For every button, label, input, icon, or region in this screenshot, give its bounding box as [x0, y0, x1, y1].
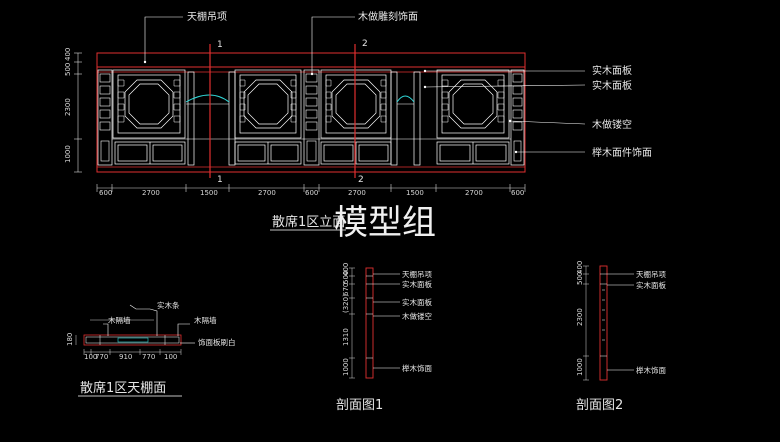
section-mark-2-bottom: 2: [358, 175, 364, 185]
s1-vdim-670: 670: [342, 283, 350, 296]
hdim-7: 2700: [465, 189, 483, 197]
ceiling-band: [96, 52, 526, 68]
hdim-3: 2700: [258, 189, 276, 197]
section-2: 400 500 2300 1000 天棚吊项 实木面板 榉木饰面 剖面图2: [576, 261, 666, 413]
s1-vdim-320: (320): [342, 294, 350, 313]
vdim-500: 500: [64, 63, 72, 76]
s2-label-panel: 实木面板: [636, 280, 666, 290]
hdim-2: 1500: [200, 189, 218, 197]
plan-dim-0: 100: [84, 353, 97, 361]
plan-dim-4: 100: [164, 353, 177, 361]
s1-label-openwork: 木做镂空: [402, 311, 432, 321]
section-lines: [209, 44, 356, 178]
s1-label-panel-2: 实木面板: [402, 297, 432, 307]
plan-label-solid-strip: 实木条: [157, 300, 180, 310]
hdim-0: 600: [99, 189, 112, 197]
plan-title: 散席1区天棚面: [80, 380, 166, 396]
plan-label-finish: 饰面板刷白: [198, 337, 236, 347]
s1-vdim-1310: 1310: [342, 328, 350, 346]
section-mark-1-top: 1: [217, 40, 223, 50]
elevation-frame: [96, 66, 526, 173]
s2-vdim-1000: 1000: [576, 358, 584, 376]
s2-vdim-2300: 2300: [576, 308, 584, 326]
plan-label-partition-right: 木隔墙: [194, 315, 217, 325]
s1-vdim-500: 500: [342, 271, 350, 284]
vdim-400: 400: [64, 48, 72, 61]
hdim-4: 600: [305, 189, 318, 197]
label-panel-1: 实木面板: [592, 64, 632, 77]
label-panel-2: 实木面板: [592, 79, 632, 92]
vdim-2300: 2300: [64, 98, 72, 116]
plan-dim-2: 910: [119, 353, 132, 361]
lattice-panel-3: [320, 69, 392, 139]
section-1: 400 500 670 (320) 1310 1000 天棚吊项 实木面板 实木…: [336, 263, 432, 413]
label-carving: 木做雕刻饰面: [358, 10, 418, 23]
section-2-title: 剖面图2: [576, 398, 623, 413]
plan-label-partition-left: 木隔墙: [108, 315, 131, 325]
elevation-title: 散席1区立面: [272, 214, 345, 230]
plan-dim-3: 770: [142, 353, 155, 361]
hdim-5: 2700: [348, 189, 366, 197]
s1-label-beech: 榉木饰面: [402, 363, 432, 373]
label-beech: 榉木面件饰面: [592, 146, 652, 159]
plan-dim-1: 770: [95, 353, 108, 361]
label-openwork: 木做镂空: [592, 118, 632, 131]
section-mark-2-top: 2: [362, 39, 368, 49]
s1-vdim-1000: 1000: [342, 358, 350, 376]
label-ceiling: 天棚吊项: [187, 10, 227, 23]
s2-label-beech: 榉木饰面: [636, 365, 666, 375]
section-1-title: 剖面图1: [336, 398, 383, 413]
s2-vdim-500: 500: [576, 272, 584, 285]
plan-vdim: 180: [66, 333, 74, 346]
vdim-1000: 1000: [64, 145, 72, 163]
hdim-8: 600: [511, 189, 524, 197]
ceiling-plan: 实木条 木隔墙 木隔墙 饰面板刷白 100 770 910 770 100 18…: [66, 300, 236, 397]
s1-label-panel: 实木面板: [402, 279, 432, 289]
s2-vdim-400: 400: [576, 261, 584, 274]
lower-panels: [114, 141, 510, 165]
elevation-drawing: 1 2 1 2 天棚吊项 木做雕刻饰面 实木面板 实木面板 木做镂空 榉木面件饰…: [64, 10, 652, 231]
s1-vdim-400: 400: [342, 263, 350, 276]
s2-label-ceiling: 天棚吊项: [636, 269, 666, 279]
s1-label-ceiling: 天棚吊项: [402, 269, 432, 279]
hdim-1: 2700: [142, 189, 160, 197]
watermark: 模型组: [334, 203, 436, 243]
hdim-6: 1500: [406, 189, 424, 197]
section-mark-1-bottom: 1: [217, 175, 223, 185]
